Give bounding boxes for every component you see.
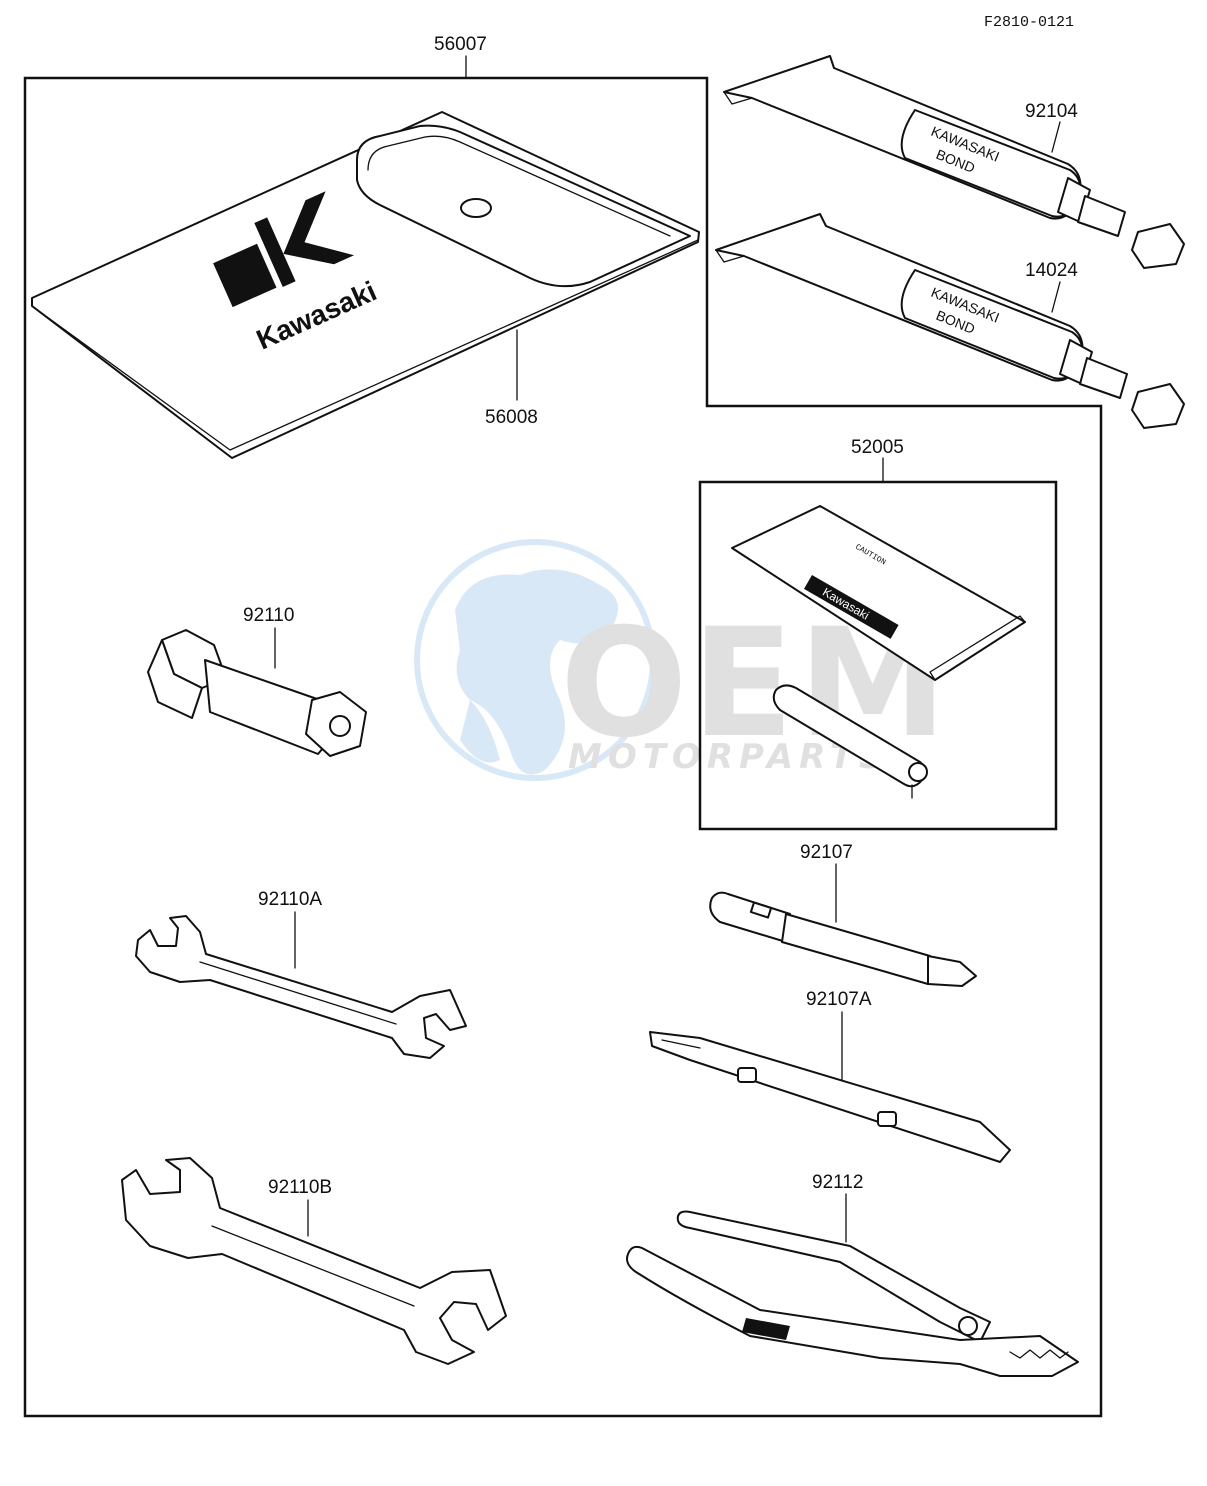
bond-tube-14024: KAWASAKI BOND <box>715 213 1185 429</box>
part-label-92110a: 92110A <box>258 889 322 910</box>
globe-icon <box>414 539 656 781</box>
screwdriver-phillips <box>709 891 977 987</box>
repair-kit-card: CAUTION Kawasaki <box>731 505 1026 681</box>
tool-pouch: Kawasaki <box>31 111 700 459</box>
screwdriver-combination <box>649 1031 1011 1163</box>
part-label-92107: 92107 <box>800 842 853 863</box>
repair-kit-box <box>698 480 1058 831</box>
tool-kit-outline <box>23 76 1103 1418</box>
repair-plug-tool <box>772 684 928 799</box>
part-label-92110b: 92110B <box>268 1177 332 1198</box>
part-label-92107a: 92107A <box>806 989 872 1010</box>
slip-joint-pliers <box>626 1210 1079 1377</box>
kawasaki-logo-mark <box>213 191 355 308</box>
spark-plug-wrench <box>147 629 367 757</box>
part-label-56008: 56008 <box>485 407 538 428</box>
diagram-code: F2810-0121 <box>984 14 1074 31</box>
bond-tube-92104: KAWASAKI BOND <box>723 55 1185 269</box>
part-label-92112: 92112 <box>812 1172 863 1193</box>
part-label-92104: 92104 <box>1025 101 1078 122</box>
open-end-wrench-small <box>135 915 467 1059</box>
open-end-wrench-large <box>121 1157 507 1365</box>
part-label-92110: 92110 <box>243 605 294 626</box>
part-label-56007: 56007 <box>434 34 487 55</box>
watermark-tagline: MOTORPARTS <box>568 737 889 777</box>
part-label-52005: 52005 <box>851 437 904 458</box>
part-label-14024: 14024 <box>1025 260 1078 281</box>
